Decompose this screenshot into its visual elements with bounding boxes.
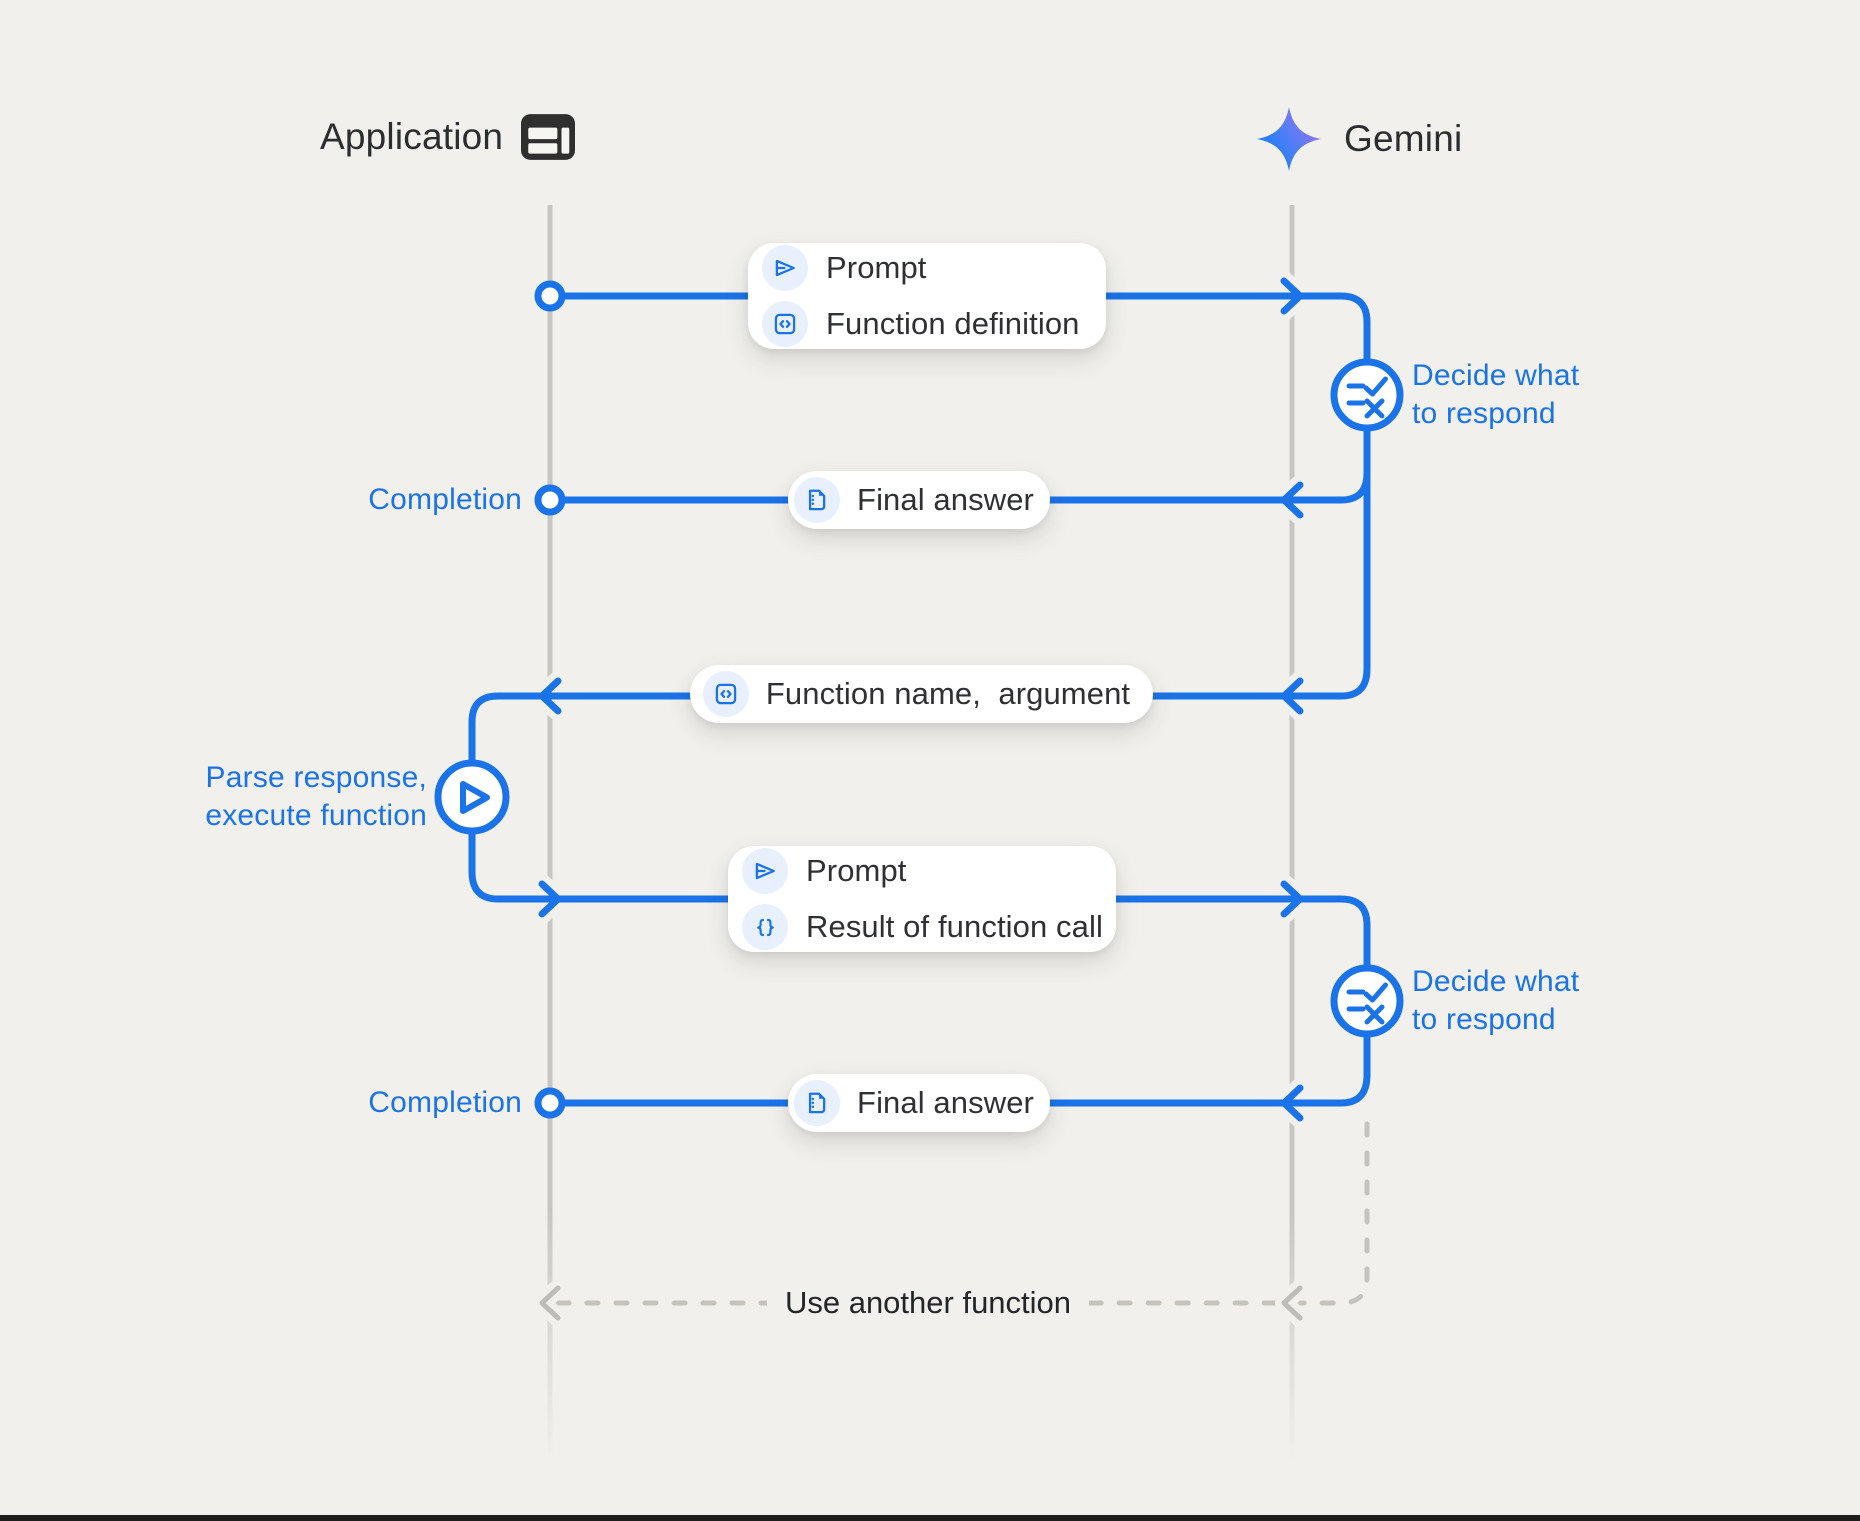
message-label: Final answer xyxy=(857,1085,1034,1120)
play-icon xyxy=(460,781,490,814)
parse-execute-node xyxy=(434,759,510,835)
send-icon xyxy=(742,848,788,894)
parse-label-line: Parse response, xyxy=(205,761,427,794)
message-card-final-answer-2: Final answer xyxy=(788,1074,1050,1132)
flow-result-to-gemini xyxy=(468,827,1371,1107)
decide-label-line: to respond xyxy=(1412,1003,1556,1036)
code-icon xyxy=(762,301,808,347)
decide-label-line: Decide what xyxy=(1412,965,1580,998)
decide-label-2: Decide what to respond xyxy=(1412,963,1579,1039)
message-label: Final answer xyxy=(857,482,1034,517)
decide-label-line: Decide what xyxy=(1412,359,1580,392)
document-icon xyxy=(794,1080,841,1126)
send-icon xyxy=(762,245,808,291)
decide-label-1: Decide what to respond xyxy=(1412,357,1579,433)
completion-label-2: Completion xyxy=(368,1086,522,1119)
message-label: Result of function call xyxy=(806,909,1103,944)
decide-node-1 xyxy=(1330,358,1404,432)
gemini-star-icon xyxy=(1257,107,1321,171)
checklist-decide-icon xyxy=(1346,376,1388,419)
braces-icon xyxy=(742,904,788,950)
gemini-label: Gemini xyxy=(1344,118,1463,159)
code-icon xyxy=(702,671,749,717)
message-row: Prompt xyxy=(762,245,1106,291)
dashed-arrowheads xyxy=(533,1279,1309,1327)
bottom-edge-bar xyxy=(0,1515,1860,1521)
message-label: Prompt xyxy=(806,853,907,888)
flow-arrowheads xyxy=(538,277,1304,1122)
use-another-function-label: Use another function xyxy=(766,1283,1090,1323)
use-another-function-dashed-path xyxy=(553,1121,1370,1306)
message-card-function-name-argument: Function name, argument xyxy=(690,665,1153,723)
checklist-decide-icon xyxy=(1346,982,1388,1025)
message-label: Function name, argument xyxy=(765,676,1131,711)
message-card-final-answer-1: Final answer xyxy=(788,471,1050,529)
message-row: Result of function call xyxy=(742,904,1116,950)
flow-final-answer-1 xyxy=(546,469,1371,504)
decide-label-line: to respond xyxy=(1412,397,1556,430)
parse-label-line: execute function xyxy=(205,799,427,832)
message-label: Prompt xyxy=(826,250,927,285)
message-row: Function definition xyxy=(762,301,1106,347)
gemini-header: Gemini xyxy=(1256,106,1462,172)
application-label: Application xyxy=(320,116,504,157)
completion-label-1: Completion xyxy=(368,483,522,516)
start-markers xyxy=(534,280,566,1119)
parse-response-label: Parse response, execute function xyxy=(205,759,427,835)
message-card-prompt-function-definition: Prompt Function definition xyxy=(748,243,1106,349)
flow-lines xyxy=(468,292,1371,1107)
decide-node-2 xyxy=(1330,964,1404,1038)
message-card-prompt-result: Prompt Result of function call xyxy=(728,846,1116,952)
flow-prompt-to-gemini xyxy=(468,292,1371,767)
message-row: Prompt xyxy=(742,848,1116,894)
application-header: Application xyxy=(320,114,576,160)
message-label: Function definition xyxy=(826,306,1080,341)
document-icon xyxy=(794,477,841,523)
app-window-icon xyxy=(521,114,576,160)
